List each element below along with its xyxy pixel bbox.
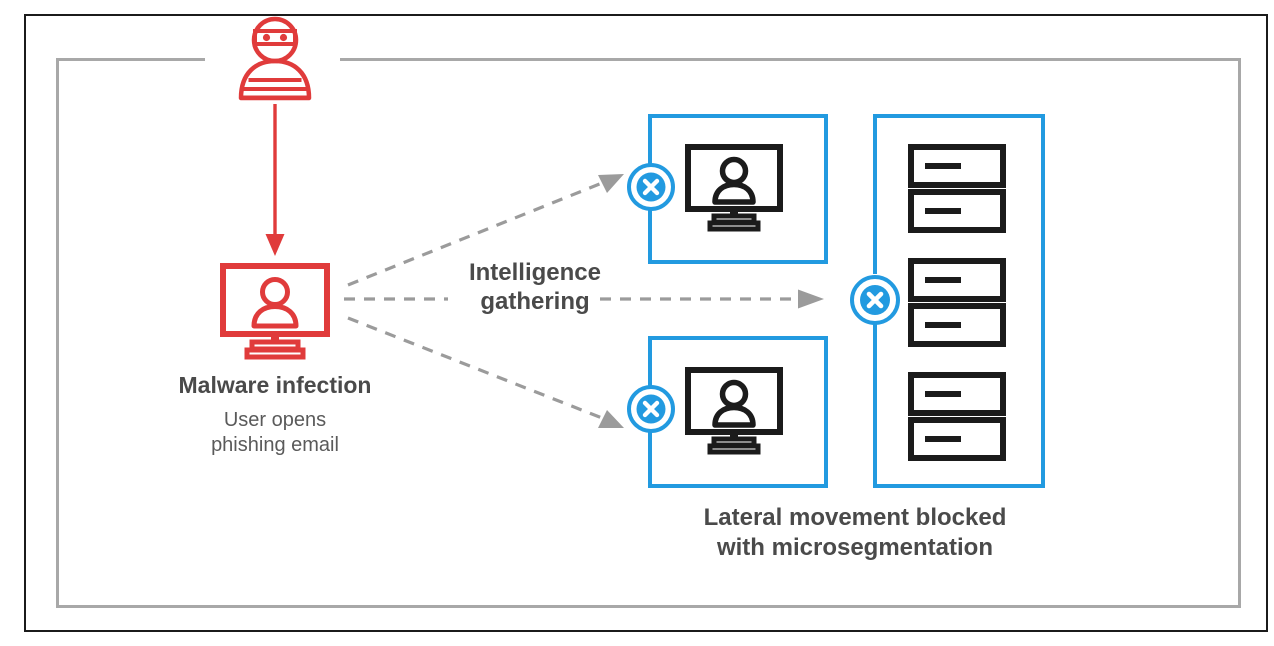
segment-box-bottom[interactable] — [648, 336, 828, 488]
infected-host-subtitle-line1: User opens — [223, 409, 327, 431]
blocked-caption-line2: with microsegmentation — [716, 534, 994, 561]
hacker-icon — [238, 16, 312, 101]
blocked-badge-bottom[interactable] — [626, 384, 676, 434]
target-host-top-node[interactable] — [684, 143, 784, 235]
blocked-caption-line1: Lateral movement blocked — [703, 504, 1007, 531]
server-rack-icon — [908, 144, 1006, 461]
recon-arrow-middle-stem — [344, 297, 448, 301]
blocked-badge-top[interactable] — [626, 162, 676, 212]
zone-frame-left-edge — [56, 58, 59, 608]
blocked-x-badge-icon — [850, 275, 900, 325]
recon-arrow-bottom — [347, 316, 624, 428]
zone-frame-top-left-segment — [56, 58, 205, 61]
segment-box-top[interactable] — [648, 114, 828, 264]
microsegment-boundary-top — [648, 114, 828, 264]
blocked-x-badge-icon — [627, 385, 675, 433]
infected-host-subtitle-line2: phishing email — [211, 434, 339, 456]
segment-box-servers[interactable] — [873, 114, 1045, 488]
target-host-bottom-node[interactable] — [684, 366, 784, 458]
monitor-user-icon-top — [685, 144, 783, 232]
zone-frame-right-edge — [1238, 58, 1241, 608]
recon-arrow-top — [347, 174, 624, 287]
zone-frame-top-right-segment — [340, 58, 1241, 61]
infected-host-title: Malware infection — [178, 372, 372, 398]
recon-arrow-middle — [600, 289, 824, 309]
zone-frame-bottom-edge — [56, 605, 1241, 608]
monitor-user-icon-red — [220, 263, 330, 360]
blocked-badge-servers[interactable] — [849, 274, 901, 326]
intelligence-gathering-label-line2: gathering — [480, 288, 590, 315]
attacker-node[interactable] — [236, 14, 314, 101]
monitor-user-icon-bottom — [685, 367, 783, 455]
microsegment-boundary-bottom — [648, 336, 828, 488]
outer-border-frame — [24, 14, 1268, 632]
intelligence-gathering-label-line1: Intelligence — [468, 259, 602, 286]
infected-host-node[interactable] — [219, 262, 331, 360]
server-rack-node[interactable] — [908, 144, 1006, 464]
blocked-x-badge-icon — [627, 163, 675, 211]
infection-arrow — [265, 104, 285, 256]
microsegment-boundary-servers — [873, 114, 1045, 488]
